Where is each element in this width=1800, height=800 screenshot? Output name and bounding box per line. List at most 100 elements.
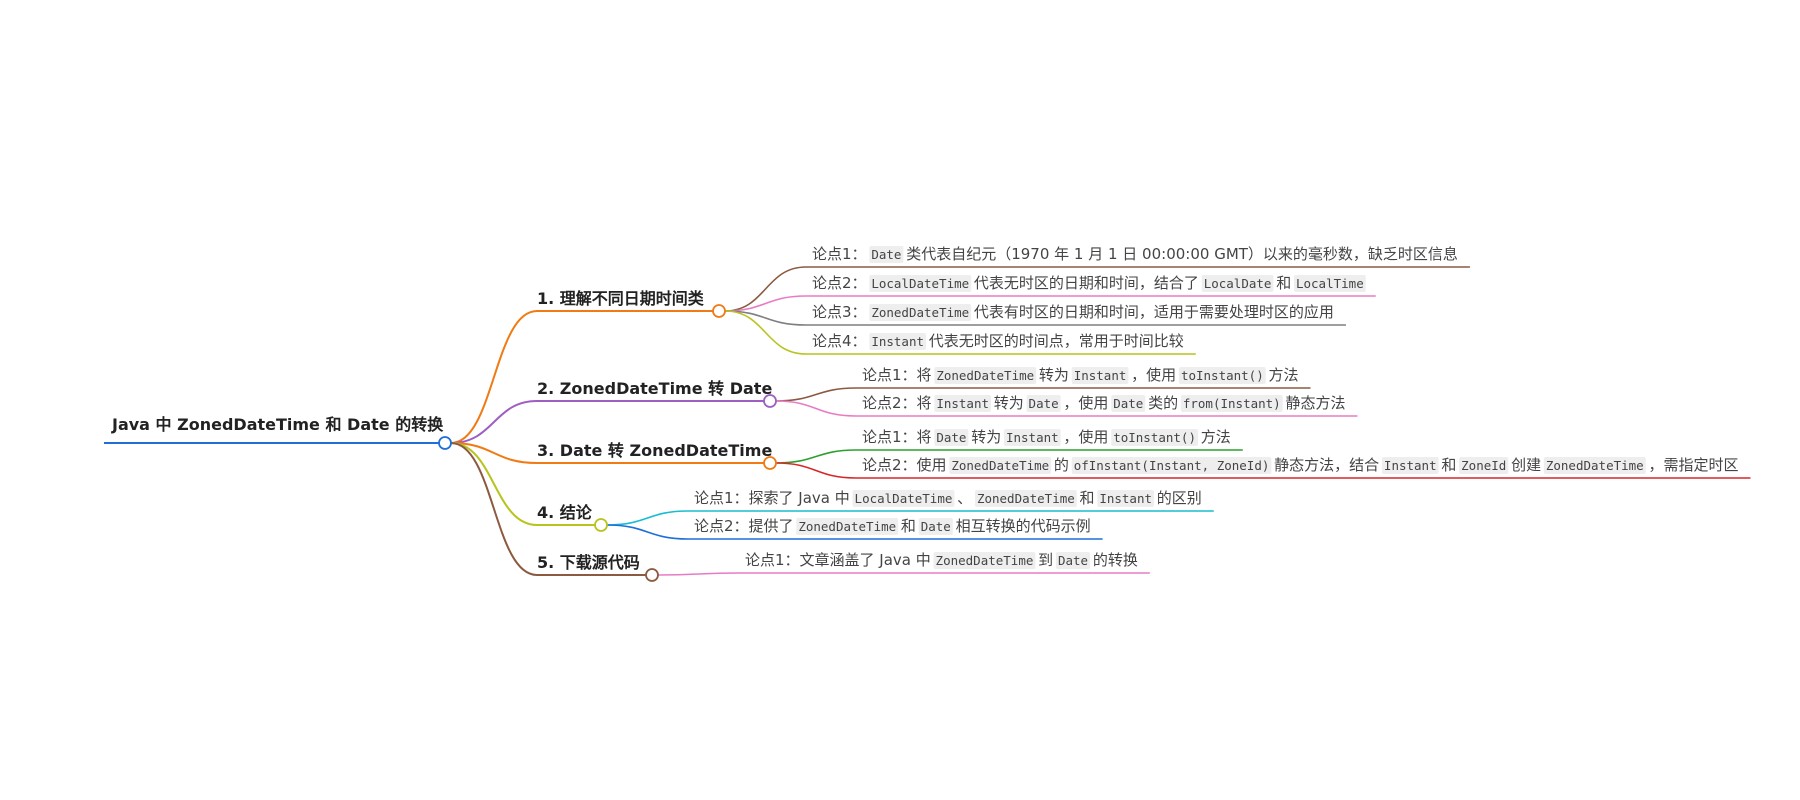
code-background <box>1111 395 1146 412</box>
leaf-text-span: 方法 <box>1264 366 1299 384</box>
branch-leaf-connector <box>657 572 740 576</box>
leaf-code-span: ZonedDateTime <box>1546 458 1644 473</box>
leaf-code-span: Date <box>1058 553 1088 568</box>
branch-leaf-connector <box>606 524 689 540</box>
leaf-text: 论点2：将 Instant 转为 Date ，使用 Date 类的 from(I… <box>862 394 1345 412</box>
leaf-text: 论点1： Date 类代表自纪元（1970 年 1 月 1 日 00:00:00… <box>812 245 1458 263</box>
branch-collapse-toggle[interactable] <box>763 456 777 470</box>
code-background <box>1111 429 1198 446</box>
branch-collapse-toggle[interactable] <box>712 304 726 318</box>
leaf-code-span: Instant <box>871 334 924 349</box>
leaf-code-span: Instant <box>1099 491 1152 506</box>
leaf-text-span: 、 <box>952 489 977 507</box>
leaf-code-span: ZoneId <box>1461 458 1506 473</box>
mind-map-nodes: Java 中 ZonedDateTime 和 Date 的转换 1. 理解不同日期… <box>104 245 1751 582</box>
leaf-text-span: 代表无时区的时间点，常用于时间比较 <box>924 332 1184 350</box>
leaf-code-span: ZonedDateTime <box>977 491 1075 506</box>
branch-collapse-toggle[interactable] <box>763 394 777 408</box>
leaf-code-span: Date <box>1113 396 1143 411</box>
branch-leaf-connector <box>724 266 807 312</box>
branch-node: 1. 理解不同日期时间类 <box>537 289 726 318</box>
leaf-text-span: 和 <box>1437 456 1462 474</box>
branch-leaf-connector <box>724 310 807 355</box>
branch-collapse-toggle[interactable] <box>645 568 659 582</box>
branch-leaf-connector <box>724 310 807 326</box>
leaf-text-span: 和 <box>1271 274 1296 292</box>
leaf-text-span: ，需指定时区 <box>1644 456 1739 474</box>
leaf-text-span: 论点1：将 <box>862 366 936 384</box>
root-branch-connector <box>450 442 538 576</box>
leaf-text: 论点4： Instant 代表无时区的时间点，常用于时间比较 <box>812 332 1184 350</box>
leaf-code-span: ZonedDateTime <box>871 305 969 320</box>
leaf-text-span: 方法 <box>1196 428 1231 446</box>
code-background <box>1026 395 1061 412</box>
leaf-node: 论点4： Instant 代表无时区的时间点，常用于时间比较 <box>806 332 1196 355</box>
code-background <box>796 518 899 535</box>
root-node: Java 中 ZonedDateTime 和 Date 的转换 <box>104 415 452 450</box>
code-background <box>1071 457 1272 474</box>
leaf-node: 论点1：文章涵盖了 Java 中 ZonedDateTime 到 Date 的转… <box>739 551 1150 574</box>
branch-title: 4. 结论 <box>537 503 593 522</box>
leaf-text-span: 静态方法，结合 <box>1269 456 1384 474</box>
branch-node: 2. ZonedDateTime 转 Date <box>537 379 777 408</box>
code-background <box>1055 552 1091 569</box>
leaf-code-span: ZonedDateTime <box>798 519 896 534</box>
leaf-text-span: 论点1： <box>812 245 871 263</box>
branch-leaf-connector <box>775 387 857 402</box>
code-background <box>974 490 1077 507</box>
leaf-code-span: Instant <box>936 396 989 411</box>
leaf-text-span: 论点1：探索了 Java 中 <box>694 489 855 507</box>
branch-title: 3. Date 转 ZonedDateTime <box>537 441 772 460</box>
leaf-text-span: ，使用 <box>1126 366 1181 384</box>
root-branch-connector <box>450 400 538 444</box>
leaf-text-span: 论点2：使用 <box>862 456 951 474</box>
leaf-code-span: LocalDateTime <box>871 276 969 291</box>
leaf-text-span: 代表有时区的日期和时间，适用于需要处理时区的应用 <box>969 303 1334 321</box>
branch-title: 1. 理解不同日期时间类 <box>537 289 705 308</box>
leaf-code-span: LocalTime <box>1296 276 1364 291</box>
leaf-node: 论点1：探索了 Java 中 LocalDateTime 、 ZonedDate… <box>688 489 1214 512</box>
code-background <box>1180 395 1283 412</box>
leaf-text: 论点1：将 ZonedDateTime 转为 Instant ，使用 toIns… <box>862 366 1299 384</box>
leaf-code-span: ofInstant(Instant, ZoneId) <box>1074 458 1270 473</box>
code-background <box>949 457 1052 474</box>
leaf-code-span: Instant <box>1384 458 1437 473</box>
branch-title: 5. 下载源代码 <box>537 553 640 572</box>
leaf-text: 论点1：探索了 Java 中 LocalDateTime 、 ZonedDate… <box>694 489 1202 507</box>
code-background <box>869 275 972 292</box>
root-node-label: Java 中 ZonedDateTime 和 Date 的转换 <box>111 415 444 434</box>
branch-node: 5. 下载源代码 <box>537 553 659 582</box>
leaf-text-span: 论点1：文章涵盖了 Java 中 <box>745 551 936 569</box>
leaf-text-span: 创建 <box>1506 456 1546 474</box>
code-background <box>1293 275 1366 292</box>
leaf-text: 论点2： LocalDateTime 代表无时区的日期和时间，结合了 Local… <box>812 274 1364 292</box>
leaf-text: 论点1：文章涵盖了 Java 中 ZonedDateTime 到 Date 的转… <box>745 551 1138 569</box>
leaf-text-span: 论点3： <box>812 303 871 321</box>
branch-collapse-toggle[interactable] <box>594 518 608 532</box>
branch-title: 2. ZonedDateTime 转 Date <box>537 379 772 398</box>
code-background <box>933 552 1036 569</box>
branch-leaf-connector <box>724 295 807 312</box>
leaf-code-span: toInstant() <box>1113 430 1196 445</box>
leaf-node: 论点2： LocalDateTime 代表无时区的日期和时间，结合了 Local… <box>806 274 1376 297</box>
code-background <box>934 367 1037 384</box>
leaf-text-span: 论点4： <box>812 332 871 350</box>
code-background <box>869 304 972 321</box>
leaf-text-span: 相互转换的代码示例 <box>951 517 1091 535</box>
leaf-text-span: 的 <box>1049 456 1074 474</box>
root-collapse-toggle[interactable] <box>438 436 452 450</box>
leaf-text-span: 类代表自纪元（1970 年 1 月 1 日 00:00:00 GMT）以来的毫秒… <box>901 245 1458 263</box>
leaf-text-span: 静态方法 <box>1281 394 1346 412</box>
leaf-node: 论点1：将 Date 转为 Instant ，使用 toInstant() 方法 <box>856 428 1243 451</box>
leaf-node: 论点1：将 ZonedDateTime 转为 Instant ，使用 toIns… <box>856 366 1311 389</box>
leaf-code-span: from(Instant) <box>1183 396 1281 411</box>
root-branch-connector <box>450 442 538 526</box>
code-background <box>1543 457 1646 474</box>
leaf-text: 论点3： ZonedDateTime 代表有时区的日期和时间，适用于需要处理时区… <box>812 303 1334 321</box>
branch-leaf-connector <box>775 449 857 464</box>
leaf-code-span: LocalDateTime <box>855 491 953 506</box>
leaf-text-span: 转为 <box>1034 366 1074 384</box>
code-background <box>1097 490 1155 507</box>
code-background <box>1178 367 1266 384</box>
